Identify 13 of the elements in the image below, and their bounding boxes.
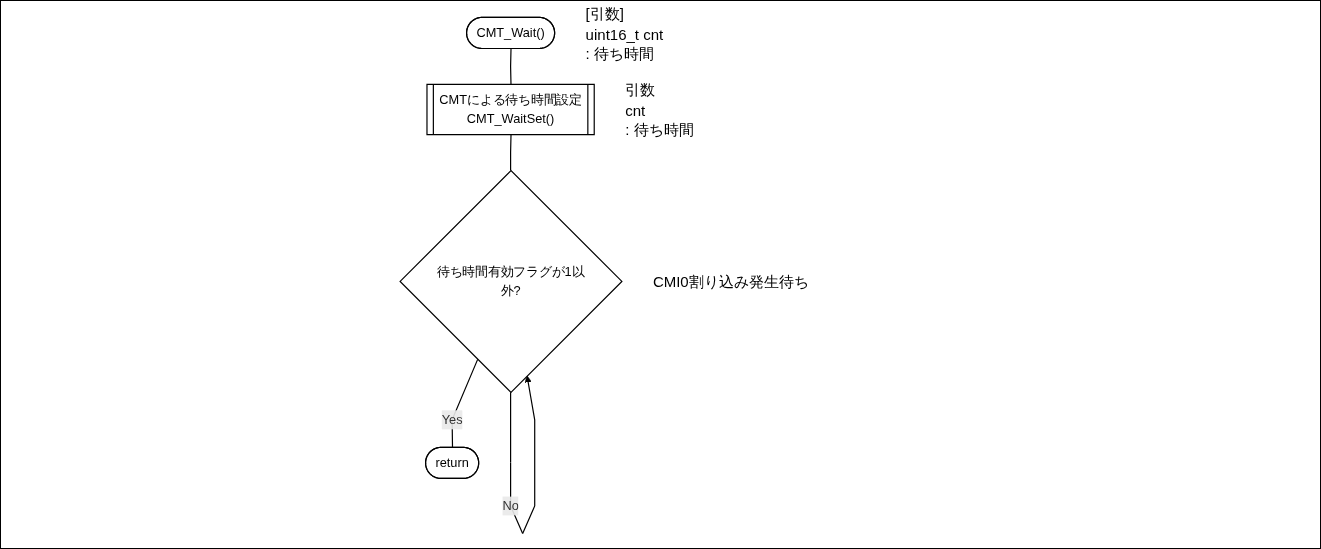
arrow xyxy=(510,375,536,535)
note-text: [引数] xyxy=(585,5,625,24)
note-text: cnt xyxy=(625,102,647,119)
connector xyxy=(510,134,512,172)
note-text: 引数 xyxy=(625,81,657,100)
note-text: uint16_t cnt xyxy=(585,26,664,43)
node-diamond xyxy=(399,169,623,394)
connector xyxy=(451,358,479,449)
note-text: : 待ち時間 xyxy=(585,45,655,64)
note-text: CMI0割り込み発生待ち xyxy=(652,272,809,292)
edge-label: No xyxy=(502,498,519,513)
note-text: : 待ち時間 xyxy=(625,121,694,140)
edge-label: Yes xyxy=(441,412,463,427)
